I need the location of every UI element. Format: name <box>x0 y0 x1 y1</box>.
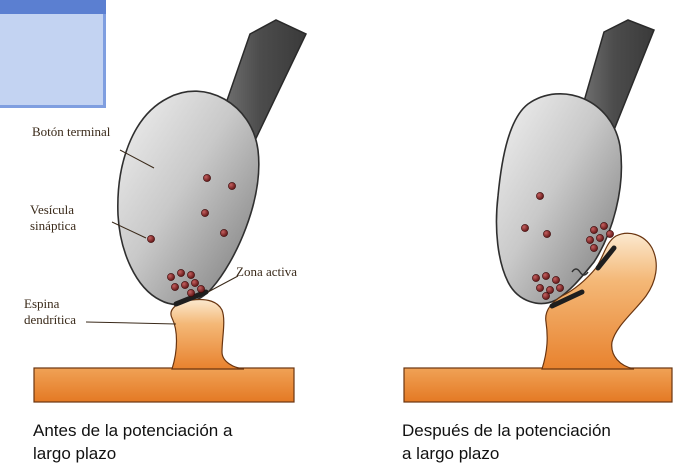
pointer-spine <box>86 322 176 324</box>
left-dendrite-shaft <box>34 368 294 402</box>
caption-before-line1: Antes de la potenciación a <box>33 420 232 442</box>
label-terminal-button: Botón terminal <box>32 124 110 139</box>
label-spine-line1: Espina <box>24 296 59 311</box>
caption-after-line1: Después de la potenciación <box>402 420 611 442</box>
label-vesicle-line1: Vesícula <box>30 202 74 217</box>
right-dendrite-shaft <box>404 368 672 402</box>
caption-after-line2: a largo plazo <box>402 443 499 465</box>
label-active-zone: Zona activa <box>236 264 297 279</box>
after-ltp-synapse <box>404 20 672 402</box>
before-ltp-synapse <box>34 20 306 402</box>
label-spine-line2: dendrítica <box>24 312 76 327</box>
left-dendritic-spine <box>171 299 244 369</box>
label-vesicle-line2: sináptica <box>30 218 76 233</box>
caption-before-line2: largo plazo <box>33 443 116 465</box>
